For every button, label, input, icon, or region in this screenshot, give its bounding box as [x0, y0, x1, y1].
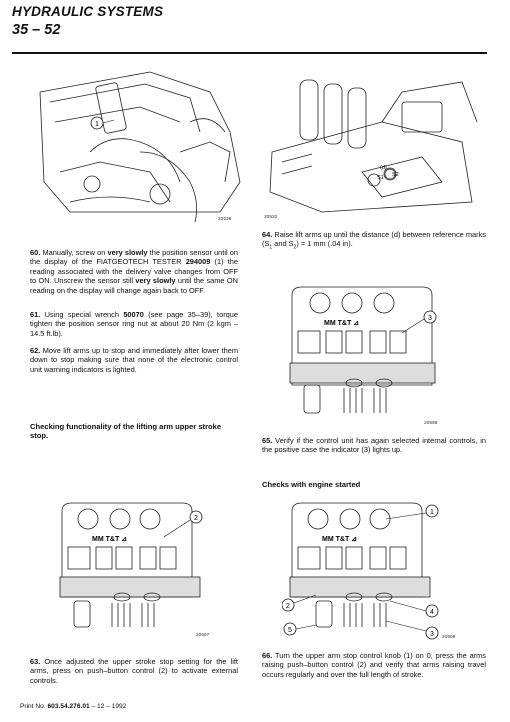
control-panel-illustration: MM T&T ⊿ 2 — [59, 502, 203, 628]
figure-tester: 1 20538 — [30, 62, 252, 230]
tester-illustration: 1 — [39, 71, 241, 223]
control-panel-illustration: MM T&T ⊿ 3 — [289, 286, 437, 414]
step-number: 66. — [262, 651, 273, 660]
figure-sensor: S1 S2 (d) 20532 — [262, 62, 484, 227]
page-number: 35 – 52 — [12, 22, 61, 38]
figure-panel-c: MM T&T ⊿ 1 2 3 4 5 20599 — [281, 497, 462, 647]
callout-2: 2 — [194, 515, 198, 522]
subheading-engine-started: Checks with engine started — [262, 480, 361, 489]
step-number: 65. — [262, 436, 273, 445]
svg-text:MM T&T ⊿: MM T&T ⊿ — [324, 320, 359, 327]
step-number: 64. — [262, 230, 273, 239]
callout-d: (d) — [380, 165, 387, 171]
step-number: 63. — [30, 657, 41, 666]
step-61: 61. Using special wrench 50070 (see page… — [30, 310, 238, 338]
callout-1: 1 — [430, 509, 434, 516]
callout-s2: S2 — [392, 172, 399, 178]
figure-number: 20532 — [264, 215, 278, 220]
svg-text:MM T&T ⊿: MM T&T ⊿ — [92, 536, 127, 543]
figure-number: 20538 — [218, 217, 232, 222]
figure-panel-a: MM T&T ⊿ 3 20598 — [284, 283, 459, 433]
callout-4: 4 — [430, 609, 434, 616]
figure-number: 20599 — [442, 635, 456, 640]
svg-text:MM T&T ⊿: MM T&T ⊿ — [322, 536, 357, 543]
figure-number: 20597 — [196, 633, 210, 638]
callout-3: 3 — [428, 315, 432, 322]
step-66: 66. Turn the upper arm stop control knob… — [262, 651, 486, 679]
figure-number: 20598 — [424, 421, 438, 426]
step-60: 60. Manually, screw on very slowly the p… — [30, 248, 238, 295]
subheading-lifting-check: Checking functionality of the lifting ar… — [30, 422, 222, 441]
callout-2: 2 — [286, 603, 290, 610]
callout-s1: S1 — [377, 175, 384, 181]
step-number: 61. — [30, 310, 41, 319]
callout-3: 3 — [430, 631, 434, 638]
step-62: 62. Move lift arms up to stop and immedi… — [30, 346, 238, 374]
control-panel-illustration: MM T&T ⊿ 1 2 3 4 5 — [281, 502, 439, 640]
step-63: 63. Once adjusted the upper stroke stop … — [30, 657, 238, 685]
step-number: 62. — [30, 346, 41, 355]
print-footer: Print No. 603.54.276.01 – 12 – 1992 — [20, 703, 127, 710]
step-number: 60. — [30, 248, 41, 257]
section-title: HYDRAULIC SYSTEMS — [12, 4, 164, 19]
callout-5: 5 — [288, 627, 292, 634]
sensor-illustration: S1 S2 (d) — [269, 79, 478, 213]
print-number: 603.54.276.01 — [47, 703, 90, 710]
header-rule — [12, 52, 487, 54]
figure-panel-b: MM T&T ⊿ 2 20597 — [54, 497, 224, 647]
step-65: 65. Verify if the control unit has again… — [262, 436, 486, 455]
step-64: 64. Raise lift arms up until the distanc… — [262, 230, 486, 251]
svg-text:1: 1 — [95, 121, 99, 128]
